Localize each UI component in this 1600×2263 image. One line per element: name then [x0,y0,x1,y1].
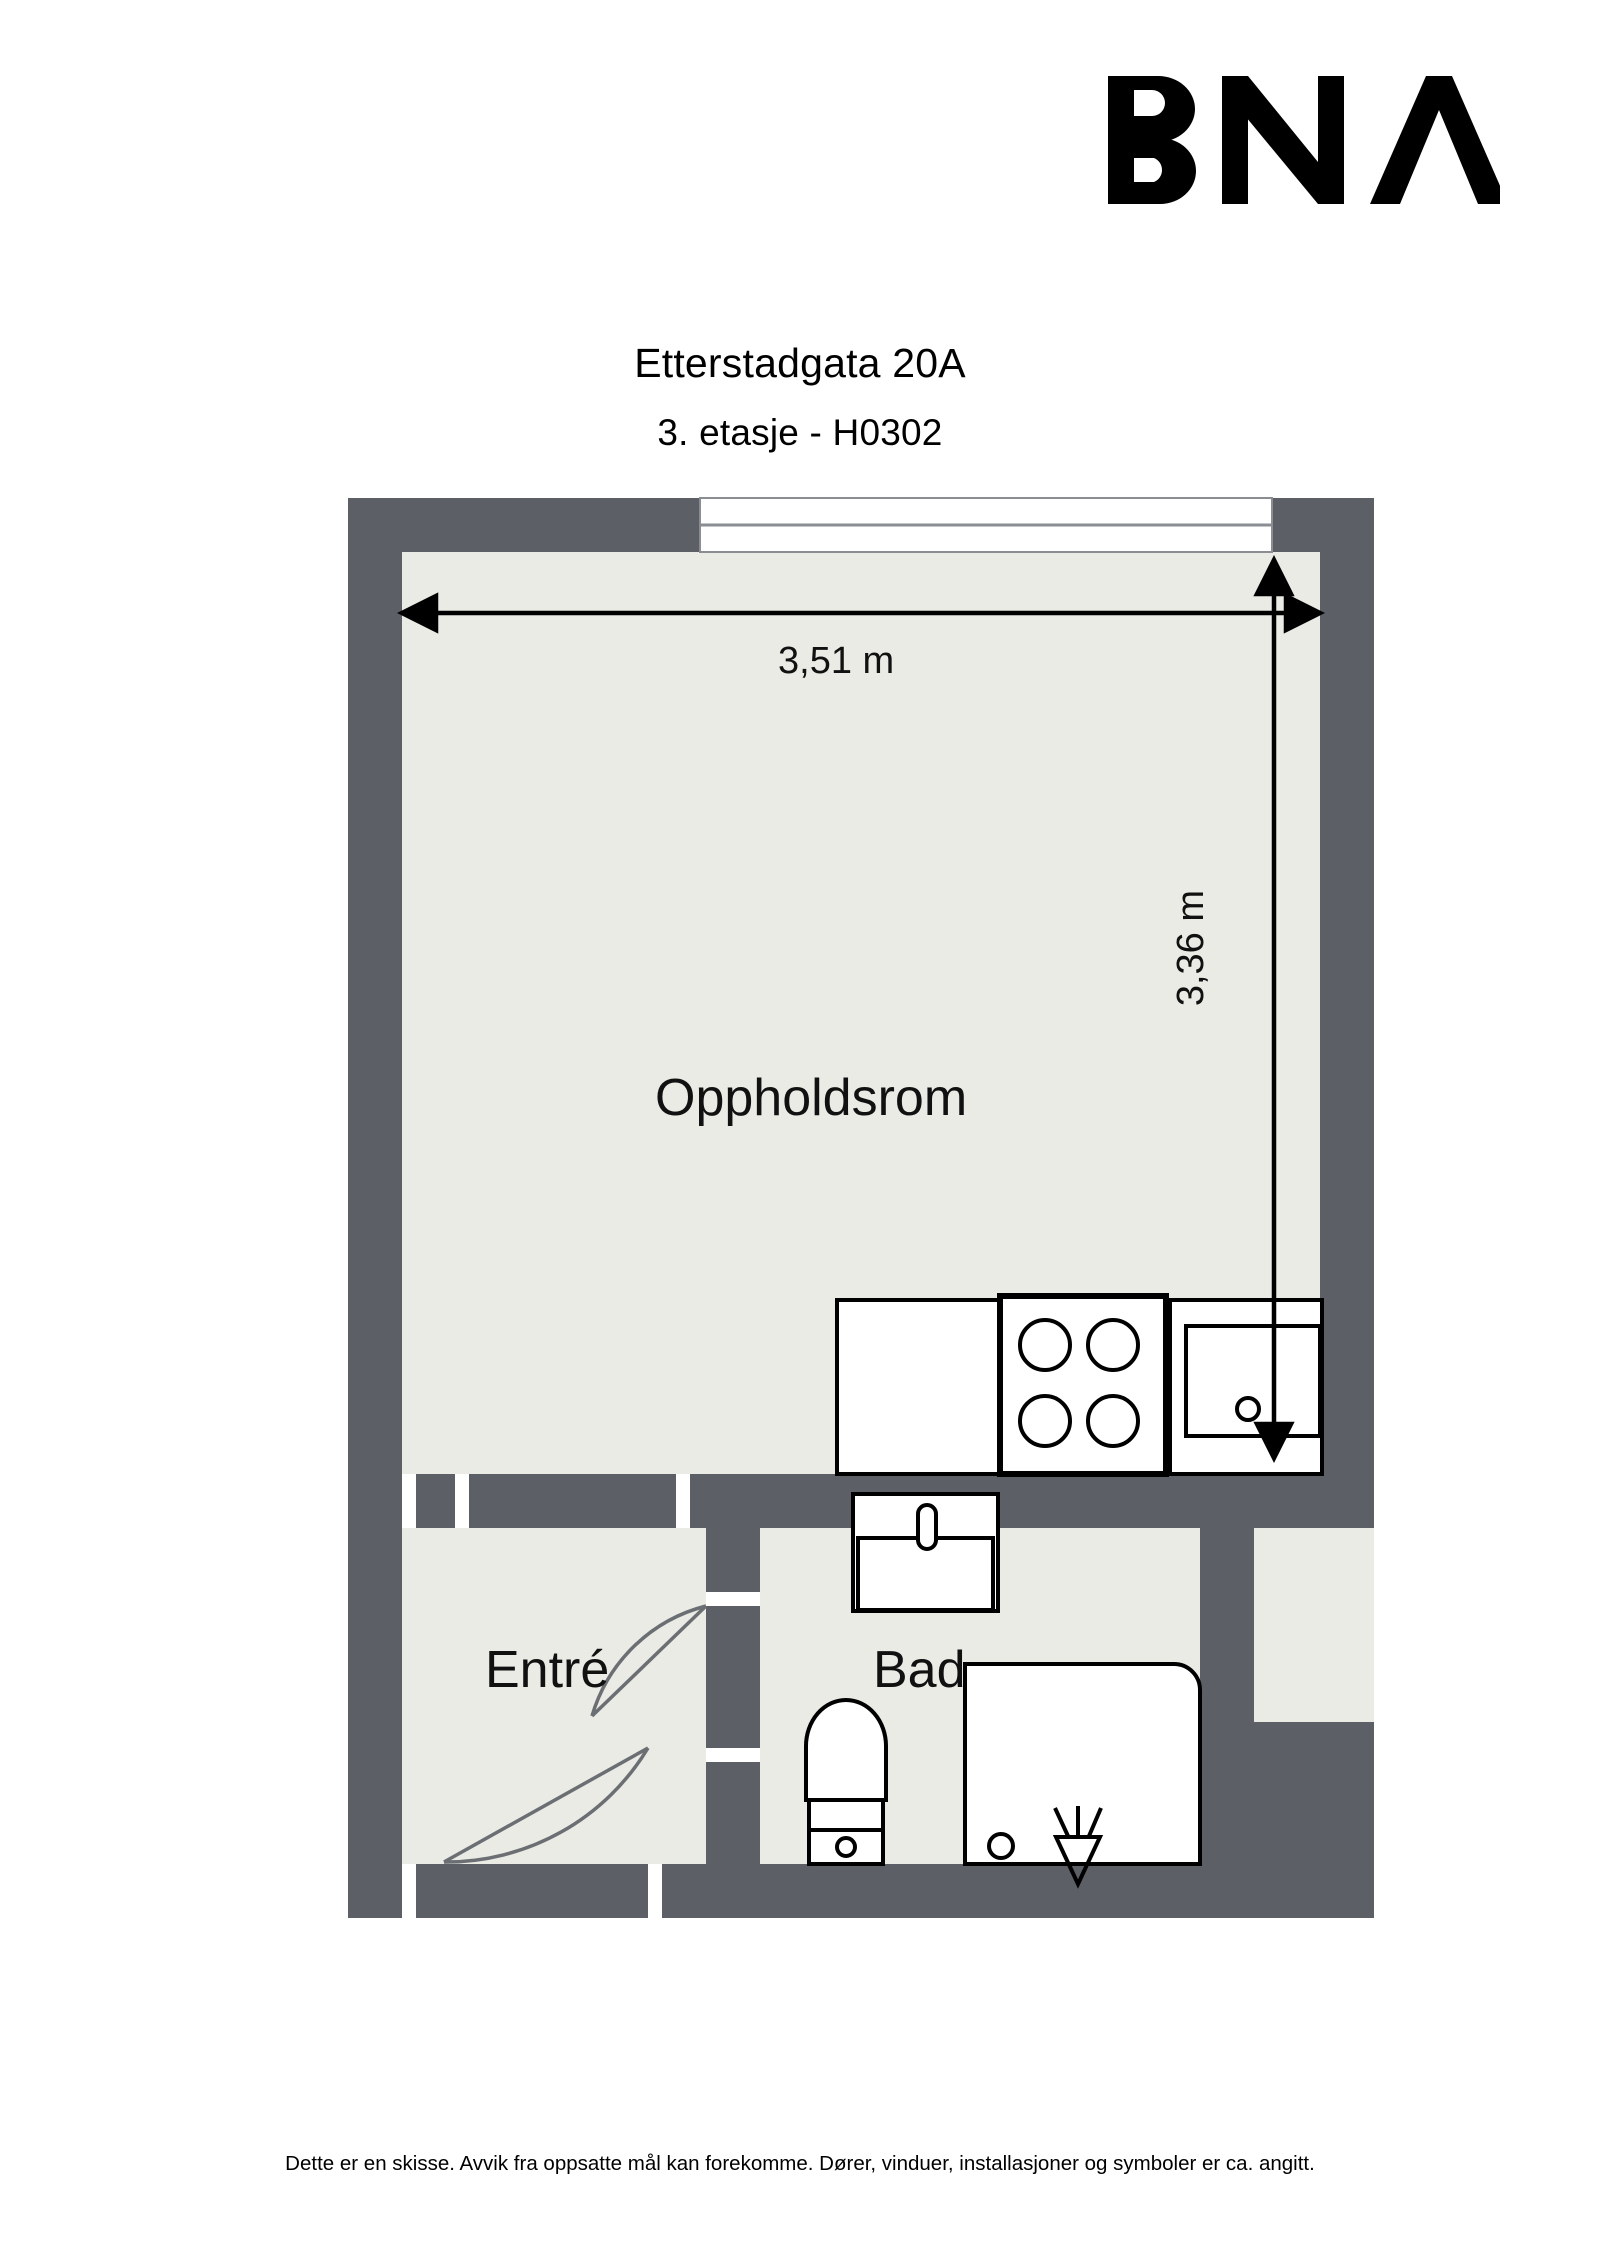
toilet [804,1698,888,1866]
entrance-door [443,1746,650,1864]
washbasin [851,1492,1000,1613]
shower [963,1662,1202,1889]
disclaimer-text: Dette er en skisse. Avvik fra oppsatte m… [285,2152,1315,2175]
bna-logo [1100,70,1500,210]
room-label-hallway: Entré [485,1641,610,1699]
height-dimension [1253,554,1295,1464]
living-room-window [699,497,1273,553]
room-label-bathroom: Bad [873,1641,966,1699]
page-title: Etterstadgata 20A [634,340,966,386]
bathroom-door-gap [706,1592,760,1762]
entrance-door-gap [402,1864,662,1918]
stove [997,1293,1169,1477]
kitchen-counter [835,1298,1002,1476]
width-dimension [396,592,1326,634]
bathroom-door [590,1604,708,1718]
width-dimension-label: 3,51 m [778,640,895,682]
hallway-opening-left [402,1474,469,1528]
hallway-opening-right [676,1474,690,1528]
page-subtitle: 3. etasje - H0302 [657,412,943,453]
room-label-living-room: Oppholdsrom [655,1069,968,1127]
height-dimension-label: 3,36 m [1170,890,1212,1007]
kitchen-sink [1168,1298,1324,1476]
